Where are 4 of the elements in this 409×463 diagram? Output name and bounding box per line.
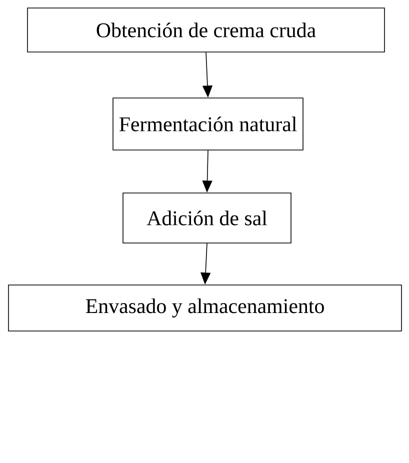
process-box: Obtención de crema cruda — [27, 8, 385, 52]
process-box: Adición de sal — [122, 192, 292, 244]
process-box: Envasado y almacenamiento — [8, 284, 402, 332]
process-box: Fermentación natural — [112, 98, 304, 150]
